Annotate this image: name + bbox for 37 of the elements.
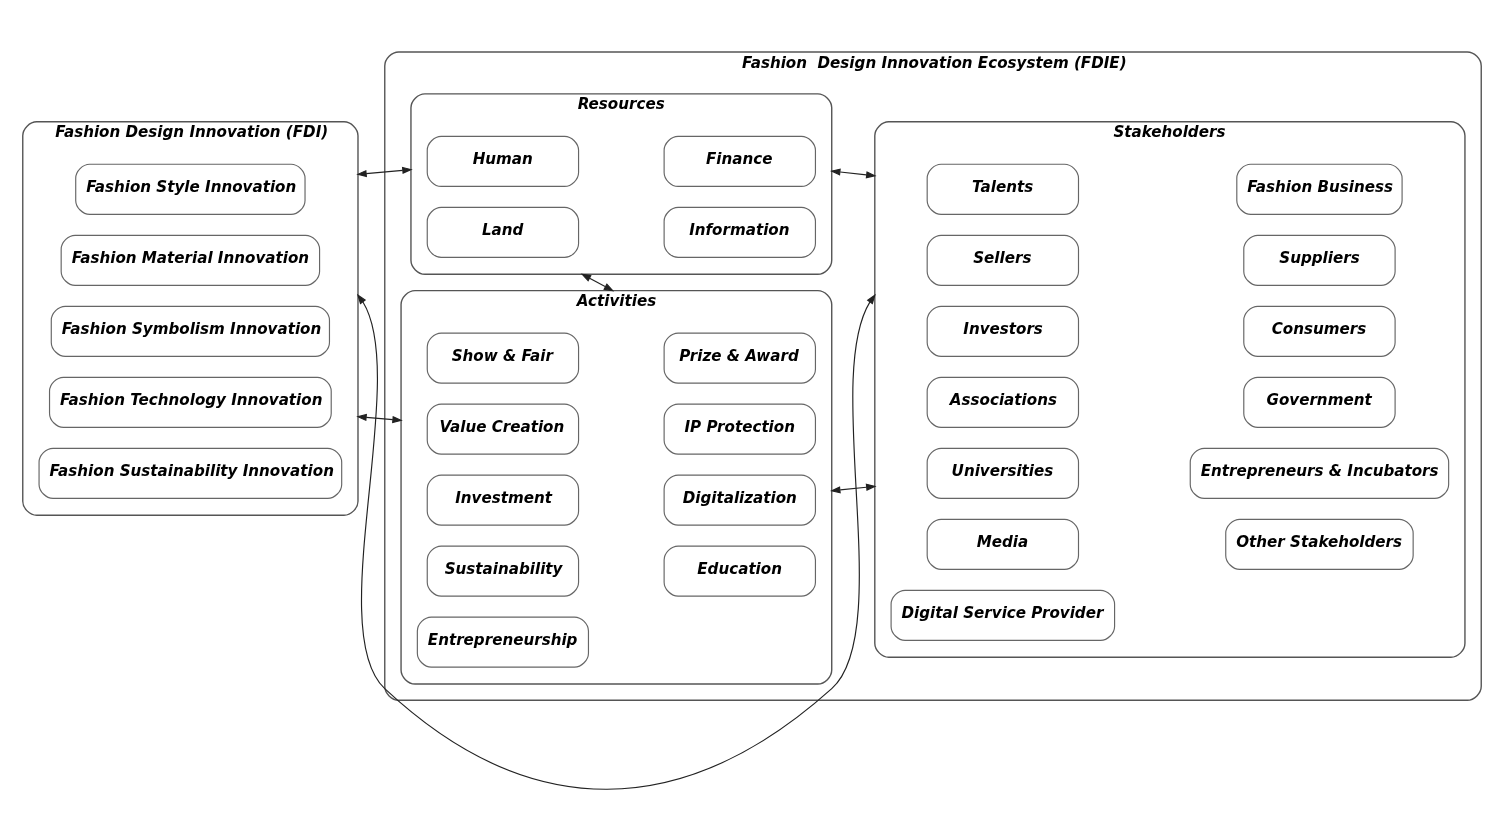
node-box: Fashion Sustainability Innovation: [38, 447, 343, 499]
node-box: Entrepreneurship: [416, 616, 590, 668]
node-box: Prize & Award: [663, 332, 817, 384]
node-box: Fashion Symbolism Innovation: [50, 305, 331, 357]
node-box: Talents: [926, 163, 1080, 215]
node-box: Human: [426, 135, 580, 187]
node-box: Digital Service Provider: [890, 589, 1116, 641]
node-box: Value Creation: [426, 403, 580, 455]
node-box: Other Stakeholders: [1225, 518, 1414, 570]
node-box: Finance: [663, 135, 817, 187]
arrow: [830, 168, 877, 179]
node-box: Sustainability: [426, 545, 580, 597]
node-box: Fashion Style Innovation: [75, 163, 306, 215]
node-box: Education: [663, 545, 817, 597]
arrow: [356, 166, 413, 178]
node-box: Digitalization: [663, 474, 817, 526]
node-box: Universities: [926, 447, 1080, 499]
arrow: [830, 483, 877, 494]
node-box: Investors: [926, 305, 1080, 357]
node-box: Show & Fair: [426, 332, 580, 384]
node-box: Land: [426, 206, 580, 258]
node-box: Government: [1243, 376, 1396, 428]
node-box: Investment: [426, 474, 580, 526]
node-box: Suppliers: [1243, 234, 1396, 286]
node-box: Fashion Technology Innovation: [48, 376, 332, 428]
node-box: Consumers: [1243, 305, 1396, 357]
node-box: Fashion Business: [1236, 163, 1403, 215]
node-box: Information: [663, 206, 817, 258]
node-box: IP Protection: [663, 403, 817, 455]
arrow: [580, 273, 615, 292]
node-box: Entrepreneurs & Incubators: [1189, 447, 1450, 499]
node-box: Fashion Material Innovation: [60, 234, 321, 286]
node-box: Sellers: [926, 234, 1080, 286]
node-box: Associations: [926, 376, 1080, 428]
node-box: Media: [926, 518, 1080, 570]
arrow: [356, 293, 876, 790]
arrow: [356, 413, 403, 424]
